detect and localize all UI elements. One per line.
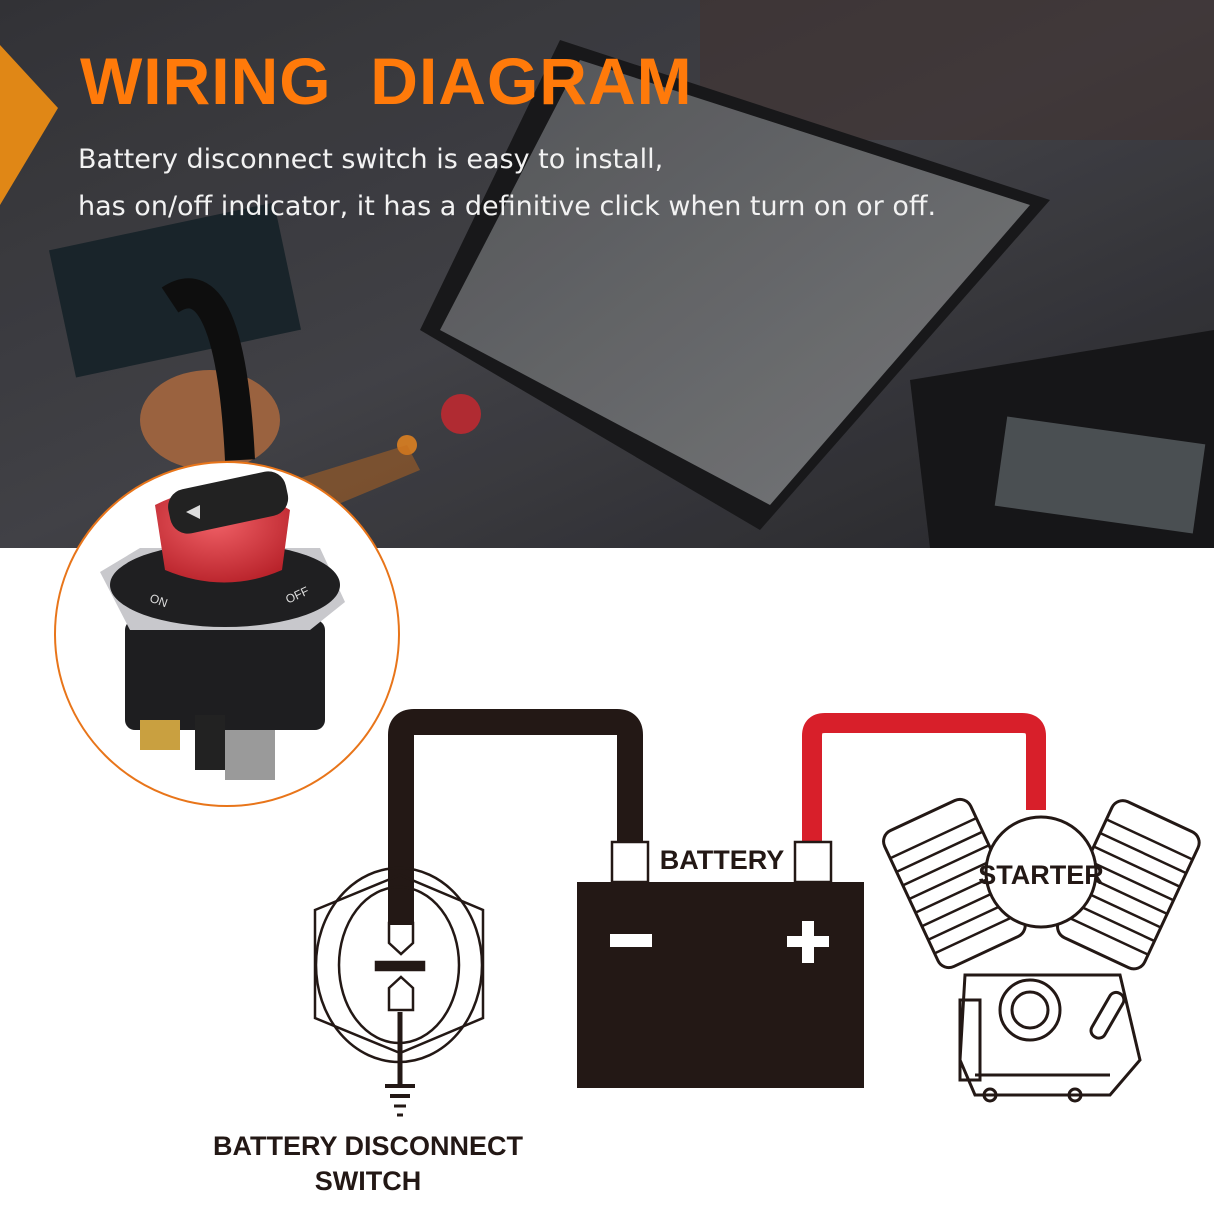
negative-terminal [610,840,650,884]
orange-corner-marker [0,45,58,205]
product-inset: ON OFF [54,461,400,807]
switch-label-line-1: BATTERY DISCONNECT [213,1131,524,1161]
subtitle-line-1: Battery disconnect switch is easy to ins… [78,144,663,175]
battery-label: BATTERY [660,845,785,875]
starter-label: STARTER [978,860,1104,890]
switch-symbol [313,866,485,1117]
black-wire [388,709,643,925]
dashboard-photo [0,0,1214,548]
negative-sign [610,934,652,947]
page-title: WIRING DIAGRAM [80,44,693,118]
subtitle-line-2: has on/off indicator, it has a definitiv… [78,191,936,222]
battery-symbol [577,840,864,1088]
switch-label-line-2: SWITCH [315,1166,421,1196]
on-label: ON [148,591,170,610]
red-wire [802,713,1046,845]
starter-engine-icon [882,797,1201,1103]
positive-terminal [793,840,833,884]
